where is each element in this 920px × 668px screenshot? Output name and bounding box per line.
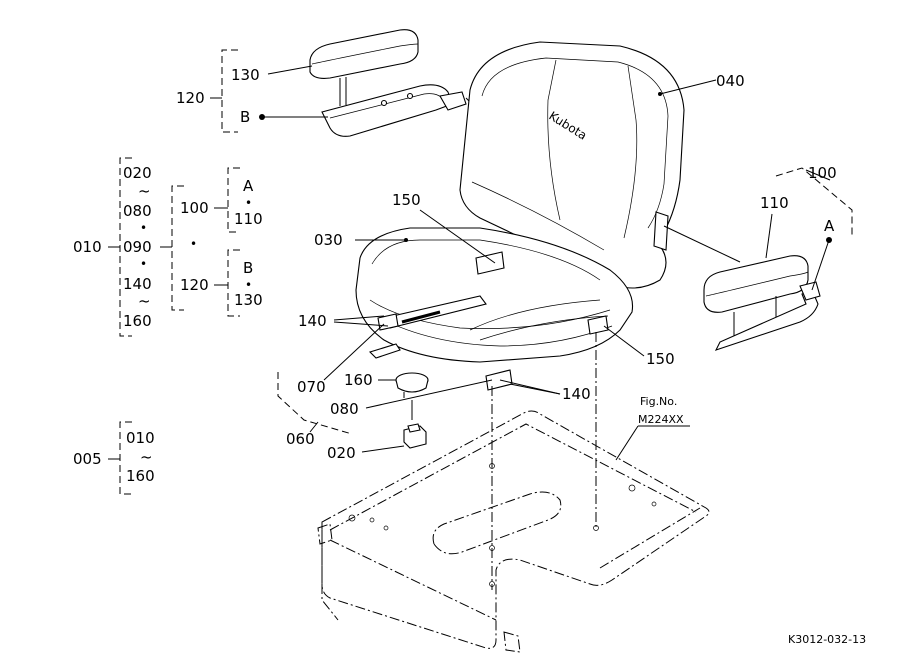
slide-rails (377, 251, 609, 391)
armrest-pad-130 (309, 29, 419, 79)
label-020: 020 (327, 444, 356, 462)
label-list-100: 100 (180, 199, 209, 217)
tilde-1: ~ (138, 182, 151, 200)
tilde-3: ~ (140, 448, 153, 466)
label-010-140: 140 (123, 275, 152, 293)
dot-3: • (190, 237, 197, 251)
seat-back-040: Kubota 040 (459, 41, 745, 289)
label-005: 005 (73, 450, 102, 468)
dot-2: • (140, 257, 147, 271)
tilde-2: ~ (138, 292, 151, 310)
label-ref-B: B (240, 108, 250, 126)
label-A-list: A (243, 177, 254, 195)
base-frame (317, 410, 710, 653)
dot-5: • (245, 278, 252, 292)
label-B-130: 130 (234, 291, 263, 309)
label-010-090: 090 (123, 238, 152, 256)
label-ref-A: A (824, 217, 835, 235)
label-040: 040 (716, 72, 745, 90)
bracket-005 (119, 421, 132, 495)
label-150-right: 150 (646, 350, 675, 368)
label-B-list: B (243, 259, 253, 277)
label-110: 110 (760, 194, 789, 212)
bracket-B (227, 249, 240, 317)
label-130: 130 (231, 66, 260, 84)
label-100: 100 (808, 164, 837, 182)
label-070: 070 (297, 378, 326, 396)
bracket-120 (221, 49, 238, 133)
left-armrest-assembly: 120 130 B (176, 29, 479, 137)
armrest-bracket-right (714, 289, 819, 351)
label-005-010: 010 (126, 429, 155, 447)
bracket-100-120 (171, 185, 184, 311)
bracket-060 (277, 372, 353, 435)
label-030: 030 (314, 231, 343, 249)
label-140-left: 140 (298, 312, 327, 330)
label-120: 120 (176, 89, 205, 107)
label-160: 160 (344, 371, 373, 389)
label-140-right: 140 (562, 385, 591, 403)
fig-no-label: Fig.No. (640, 395, 677, 408)
label-010: 010 (73, 238, 102, 256)
dot-1: • (140, 221, 147, 235)
label-list-120: 120 (180, 276, 209, 294)
label-080: 080 (330, 400, 359, 418)
tree-010: 010 020 ~ 080 • 090 • 140 ~ 160 100 • 12… (73, 157, 263, 337)
dot-4: • (245, 196, 252, 210)
label-010-160: 160 (123, 312, 152, 330)
drawing-number: K3012-032-13 (788, 633, 866, 646)
seat-cushion-030: 030 (314, 227, 634, 363)
armrest-bracket-left (321, 84, 453, 137)
cushion-body (355, 227, 634, 363)
group-060: 060 070 160 080 (277, 323, 493, 448)
tree-005: 005 010 ~ 160 (73, 421, 155, 495)
seat-switch-020: 020 (327, 400, 427, 462)
label-150-top: 150 (392, 191, 421, 209)
label-005-160: 160 (126, 467, 155, 485)
fig-ref: M224XX (638, 413, 684, 426)
label-A-110: 110 (234, 210, 263, 228)
bracket-100 (775, 167, 853, 236)
bracket-A (227, 167, 240, 233)
label-010-080: 080 (123, 202, 152, 220)
label-060: 060 (286, 430, 315, 448)
right-armrest-assembly: 100 110 A (663, 164, 853, 351)
frame-slot (432, 491, 562, 555)
frame-outline (321, 410, 710, 649)
label-010-020: 020 (123, 164, 152, 182)
